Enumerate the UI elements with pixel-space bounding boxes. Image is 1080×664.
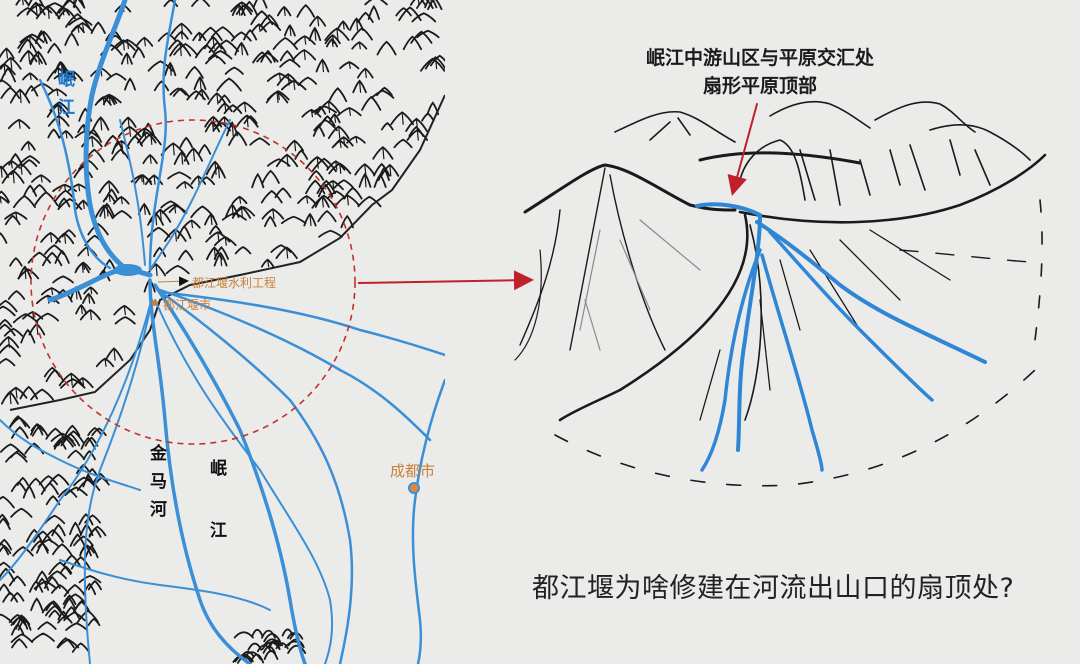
chengdu-river bbox=[411, 378, 445, 664]
dujiangyan-city-label: 都江堰市 bbox=[163, 298, 212, 312]
river-label-jinma: 金马河 bbox=[150, 440, 167, 524]
dujiangyan-dot bbox=[152, 300, 158, 306]
mountain-front-line bbox=[9, 94, 445, 411]
sketch-callout: 岷江中游山区与平原交汇处 扇形平原顶部 bbox=[560, 44, 960, 100]
branch-g bbox=[0, 419, 141, 491]
focus-circle bbox=[30, 119, 356, 445]
caption-question: 都江堰为啥修建在河流出山口的扇顶处? bbox=[532, 573, 1015, 604]
branch-b bbox=[158, 288, 432, 442]
tributary-4 bbox=[119, 119, 146, 266]
branch-c bbox=[158, 290, 445, 357]
tributary-1 bbox=[148, 0, 177, 272]
minjiang-upper bbox=[83, 0, 128, 271]
chengdu-marker bbox=[408, 482, 420, 494]
callout-line-1: 岷江中游山区与平原交汇处 bbox=[645, 47, 874, 69]
minjiang-lower bbox=[153, 283, 307, 664]
branch-f bbox=[154, 299, 334, 664]
branch-d bbox=[83, 299, 153, 664]
tributary-2 bbox=[38, 78, 112, 270]
branch-e bbox=[0, 304, 151, 581]
inlet-lake bbox=[114, 264, 142, 276]
dujiangyan-project-label: 都江堰水利工程 bbox=[192, 276, 277, 290]
jinma-river bbox=[148, 278, 252, 664]
river-label-minjiang-lower: 岷江 bbox=[210, 438, 227, 562]
river-label-char: 岷 bbox=[210, 459, 227, 479]
river-label-char: 岷 bbox=[58, 70, 75, 90]
river-label-minjiang-upper: 岷江 bbox=[58, 66, 75, 122]
river-label-char: 河 bbox=[150, 500, 167, 520]
chengdu-label: 成都市 bbox=[390, 462, 436, 480]
river-label-char: 金 bbox=[150, 444, 167, 464]
river-label-char: 江 bbox=[210, 521, 227, 541]
project-pointer bbox=[157, 276, 189, 287]
tributary-3 bbox=[149, 119, 231, 271]
left-map bbox=[0, 0, 445, 664]
rivers bbox=[0, 0, 445, 664]
fan-sketch bbox=[514, 100, 1047, 487]
callout-arrow bbox=[727, 103, 758, 196]
branch-a bbox=[156, 288, 354, 664]
river-label-char: 江 bbox=[58, 98, 75, 118]
river-label-char: 马 bbox=[150, 472, 167, 492]
callout-line-2: 扇形平原顶部 bbox=[702, 75, 817, 97]
branch-h bbox=[59, 559, 271, 611]
link-arrow bbox=[357, 270, 534, 291]
